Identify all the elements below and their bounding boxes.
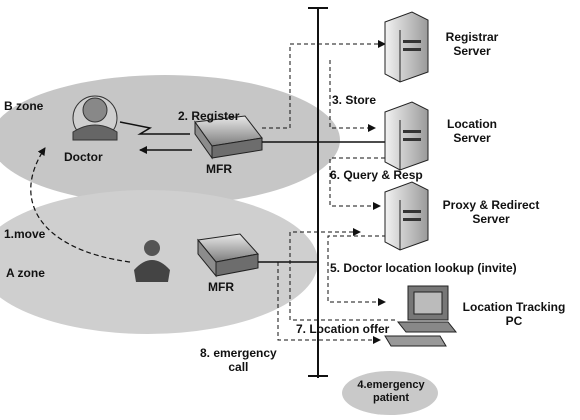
step-call-line1: 8. emergency — [200, 346, 277, 360]
a-zone-label: A zone — [6, 266, 45, 280]
query-arrow — [329, 157, 385, 210]
wireless-signal-icon — [119, 121, 190, 135]
b-zone-area — [0, 75, 340, 205]
mfr-bottom-label: MFR — [208, 280, 234, 294]
tracking-pc-icon — [384, 285, 458, 347]
b-zone-label: B zone — [4, 99, 44, 113]
proxy-line1: Proxy & Redirect — [442, 198, 540, 212]
registrar-server-label: Registrar Server — [432, 30, 512, 58]
proxy-server-icon — [384, 181, 429, 251]
tracking-line1: Location Tracking — [462, 300, 566, 314]
mfr-bottom-icon — [197, 233, 259, 278]
step-store-label: 3. Store — [332, 93, 377, 107]
location-server-icon — [384, 101, 429, 171]
tracking-line2: PC — [505, 314, 523, 328]
step-move-label: 1.move — [4, 227, 46, 241]
proxy-line2: Server — [472, 212, 510, 226]
step-offer-label: 7. Location offer — [296, 322, 390, 336]
step-lookup-label: 5. Doctor location lookup (invite) — [330, 261, 517, 275]
step-call-line2: call — [228, 360, 249, 374]
store-arrow — [329, 60, 376, 132]
patient-label: 4.emergency patient — [346, 379, 436, 405]
registrar-line1: Registrar — [445, 30, 499, 44]
patient-line2: patient — [372, 392, 410, 404]
doctor-label: Doctor — [64, 150, 103, 164]
register-arrow — [262, 40, 386, 129]
lookup-arrow — [327, 235, 400, 306]
step-call-label: 8. emergency call — [200, 346, 277, 374]
proxy-server-label: Proxy & Redirect Server — [432, 198, 550, 226]
location-line2: Server — [453, 131, 491, 145]
patient-line1: 4.emergency — [357, 379, 425, 391]
offer-arrow — [289, 228, 395, 321]
mfr-top-label: MFR — [206, 162, 232, 176]
call-arrow — [277, 262, 381, 344]
patient-cloud — [342, 371, 438, 415]
registrar-server-icon — [384, 11, 429, 83]
step-query-label: 6. Query & Resp — [330, 168, 423, 182]
doctor-icon — [72, 95, 118, 141]
mfr-top-icon — [194, 115, 263, 160]
location-line1: Location — [447, 117, 497, 131]
tracking-pc-label: Location Tracking PC — [452, 300, 576, 328]
location-server-label: Location Server — [432, 117, 512, 145]
person-icon — [134, 240, 170, 282]
registrar-line2: Server — [453, 44, 491, 58]
step-register-label: 2. Register — [178, 109, 240, 123]
